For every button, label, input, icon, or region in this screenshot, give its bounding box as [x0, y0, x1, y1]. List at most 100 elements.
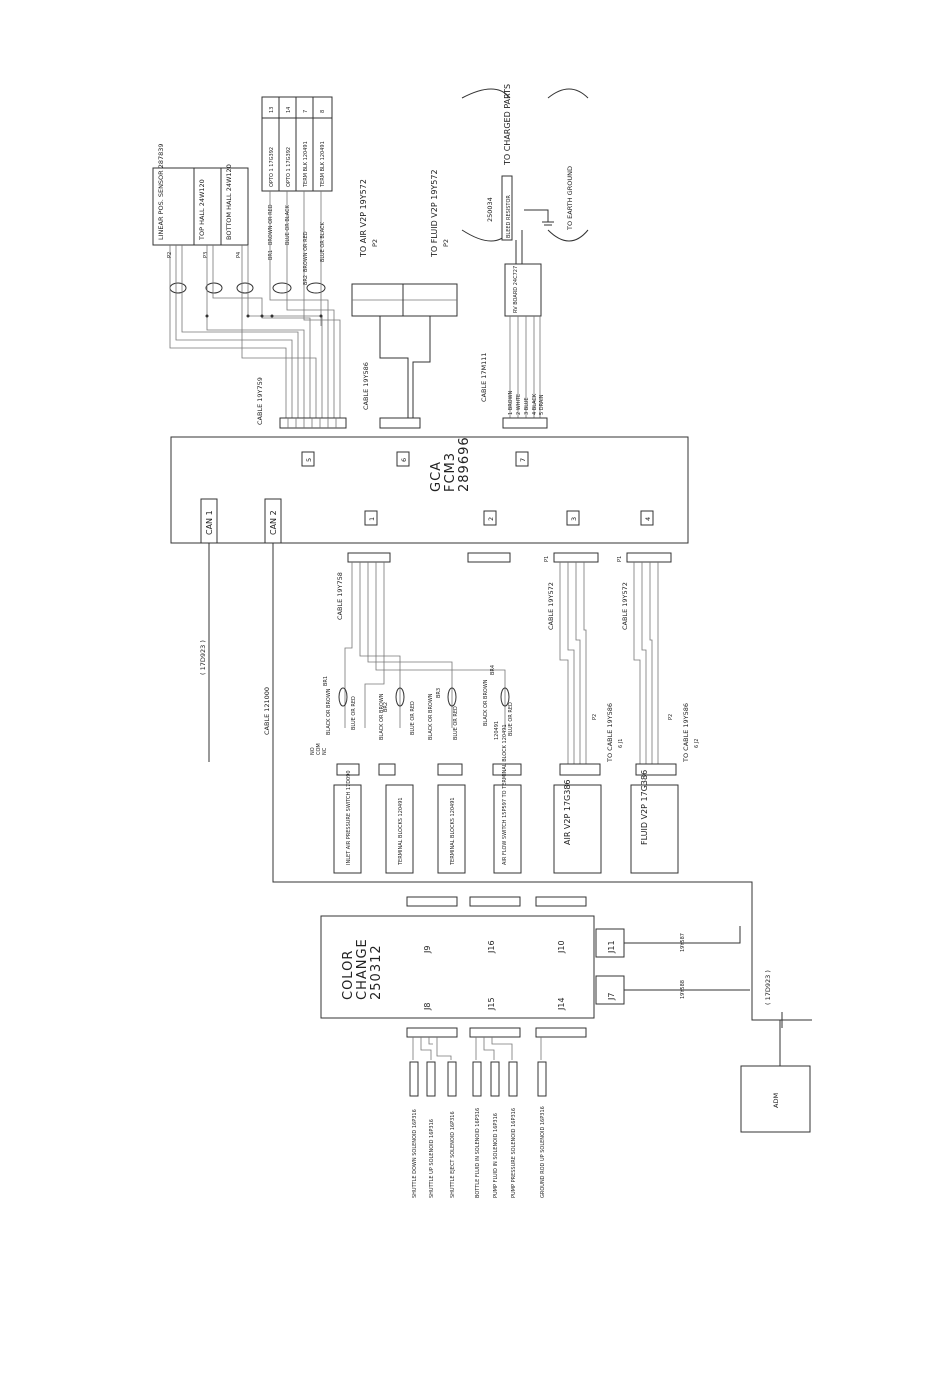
air-flow-switch	[493, 784, 522, 874]
svg-text:CHANGE: CHANGE	[355, 938, 370, 1000]
svg-text:P1: P1	[617, 556, 623, 562]
sensor-wiring	[169, 191, 341, 418]
svg-text:5: 5	[305, 458, 313, 462]
color-change-board: COLOR CHANGE 250312 J9 J16 J10 J8 J15 J1…	[320, 896, 750, 1038]
svg-text:BR1: BR1	[268, 250, 274, 260]
svg-text:BR2: BR2	[303, 275, 309, 285]
terminal-table: OPTO 1 17G392 OPTO 1 17G392 TERM BLK 120…	[261, 96, 333, 192]
bleed-resistor: BLEED RESISTOR	[506, 195, 512, 238]
svg-text:6: 6	[400, 458, 408, 462]
svg-text:7: 7	[303, 110, 309, 113]
svg-text:ADM: ADM	[772, 1093, 780, 1108]
port-6	[396, 451, 410, 467]
v2p-connectors: TO AIR V2P 19Y572 P2 TO FLUID V2P 19Y572…	[351, 169, 458, 429]
solenoid-shuttle-down: SHUTTLE DOWN SOLENOID 16P316	[412, 1109, 418, 1198]
svg-text:250312: 250312	[369, 944, 384, 1000]
v2p-devices: P1 P1 CABLE 19Y572 CABLE 19Y572 TO CABLE…	[544, 552, 700, 874]
svg-text:BLUE OR BLACK: BLUE OR BLACK	[320, 221, 326, 262]
svg-text:BLACK OR BROWN: BLACK OR BROWN	[428, 693, 434, 740]
sensor-blocks: LINEAR POS. SENSOR 287839 TOP HALL 24W12…	[152, 143, 249, 258]
gca-fcm3-board: GCA FCM3 289696 5 6 7 1 2 3 4 CAN 1 CAN …	[170, 436, 689, 544]
cable-17m111-label: CABLE 17M111	[480, 352, 488, 402]
to-charged-parts: TO CHARGED PARTS	[503, 84, 512, 166]
svg-text:3 BLUE: 3 BLUE	[524, 397, 530, 415]
rv-board: RV BOARD 24C727	[513, 266, 519, 313]
svg-text:1: 1	[368, 517, 376, 521]
svg-text:COM: COM	[316, 743, 322, 755]
port-1	[364, 510, 378, 526]
svg-text:TERM BLK 120491: TERM BLK 120491	[320, 141, 326, 188]
svg-text:1 BROWN: 1 BROWN	[508, 390, 514, 415]
svg-text:TO CABLE 19Y586: TO CABLE 19Y586	[682, 703, 690, 763]
port-3	[566, 510, 580, 526]
svg-text:2: 2	[487, 517, 495, 521]
svg-text:AIR V2P 17G386: AIR V2P 17G386	[563, 779, 572, 845]
svg-text:BLUE OR BLACK: BLUE OR BLACK	[285, 204, 291, 245]
svg-text:BLUE OR RED: BLUE OR RED	[410, 701, 416, 735]
can-cables: ( 17D923 ) CABLE 121000	[199, 543, 753, 990]
svg-text:J10: J10	[557, 940, 566, 954]
cable-19y586-label: CABLE 19Y586	[362, 362, 370, 410]
svg-text:J7: J7	[607, 993, 616, 1001]
solenoid-ground-rod-up: GROUND ROD UP SOLENOID 16P316	[540, 1106, 546, 1198]
svg-text:INLET AIR PRESSURE SWITCH 17D0: INLET AIR PRESSURE SWITCH 17D090	[346, 770, 352, 865]
svg-text:TERM BLK 120491: TERM BLK 120491	[303, 141, 309, 188]
fcm3-part-number: 289696	[457, 436, 472, 492]
to-fluid-v2p-label: TO FLUID V2P 19Y572	[430, 169, 439, 258]
solenoid-shuttle-up: SHUTTLE UP SOLENOID 16P316	[429, 1119, 435, 1198]
fluid-v2p	[630, 784, 679, 874]
svg-text:7: 7	[519, 458, 527, 462]
svg-text:CAN 1: CAN 1	[205, 510, 214, 535]
svg-text:OPTO 1 17G392: OPTO 1 17G392	[269, 147, 275, 187]
svg-text:5 DRAIN: 5 DRAIN	[539, 394, 545, 415]
svg-text:J15: J15	[487, 997, 496, 1011]
top-hall-sensor	[193, 167, 222, 246]
svg-text:J11: J11	[607, 940, 616, 954]
bottom-hall-sensor	[220, 167, 249, 246]
linear-position-sensor	[152, 167, 195, 246]
esd-board: TO CHARGED PARTS 250034 BLEED RESISTOR T…	[461, 84, 589, 429]
svg-text:TERMINAL BLOCKS 120491: TERMINAL BLOCKS 120491	[398, 797, 404, 866]
gca-label: GCA	[429, 461, 444, 492]
svg-text:P2: P2	[442, 239, 450, 247]
svg-text:( 17D923 ): ( 17D923 )	[764, 970, 772, 1005]
svg-text:250034: 250034	[486, 197, 494, 222]
svg-text:BLACK OR BROWN: BLACK OR BROWN	[379, 693, 385, 740]
cable-19y758-section: CABLE 19Y758 BR1 BLACK OR BROWN BLUE OR …	[310, 552, 522, 874]
fcm3-label: FCM3	[443, 452, 458, 492]
to-air-v2p-label: TO AIR V2P 19Y572	[359, 179, 368, 258]
svg-text:6 J1: 6 J1	[618, 739, 624, 748]
svg-text:P1: P1	[544, 556, 550, 562]
svg-text:LINEAR POS. SENSOR 287839: LINEAR POS. SENSOR 287839	[157, 143, 165, 240]
solenoid-bottle-fluid-in: BOTTLE FLUID IN SOLENOID 16P316	[475, 1108, 481, 1198]
solenoid-pump-pressure: PUMP PRESSURE SOLENOID 16P316	[511, 1108, 517, 1198]
cable-17d923-adm: ( 17D923 ) ADM	[740, 970, 812, 1133]
svg-text:J8: J8	[423, 1003, 432, 1011]
svg-text:J9: J9	[423, 946, 432, 954]
air-v2p	[553, 784, 602, 874]
svg-text:TO CABLE 19Y586: TO CABLE 19Y586	[606, 703, 614, 763]
svg-text:8: 8	[320, 110, 326, 113]
svg-text:P2: P2	[371, 239, 379, 247]
svg-text:BR4: BR4	[490, 665, 496, 675]
svg-text:BLACK OR BROWN: BLACK OR BROWN	[483, 679, 489, 726]
svg-text:3: 3	[570, 517, 578, 521]
svg-text:4: 4	[644, 517, 652, 521]
svg-text:COLOR: COLOR	[341, 950, 356, 1000]
port-5	[301, 451, 315, 467]
svg-text:TOP HALL 24W120: TOP HALL 24W120	[198, 179, 206, 241]
svg-text:13: 13	[269, 107, 275, 113]
cable-17d923-upper: ( 17D923 )	[199, 640, 207, 675]
svg-text:J14: J14	[557, 997, 566, 1011]
svg-text:P4: P4	[236, 252, 242, 258]
port-2	[483, 510, 497, 526]
adm-box	[740, 1065, 811, 1133]
svg-text:BLUE OR RED: BLUE OR RED	[351, 696, 357, 730]
cable-19y572-fluid: CABLE 19Y572	[621, 582, 629, 630]
svg-text:TERMINAL BLOCKS 120491: TERMINAL BLOCKS 120491	[450, 797, 456, 866]
svg-text:NC: NC	[322, 747, 328, 755]
svg-text:BLUE OR RED: BLUE OR RED	[453, 706, 459, 740]
port-7	[515, 451, 529, 467]
svg-text:BROWN OR RED: BROWN OR RED	[268, 204, 274, 245]
